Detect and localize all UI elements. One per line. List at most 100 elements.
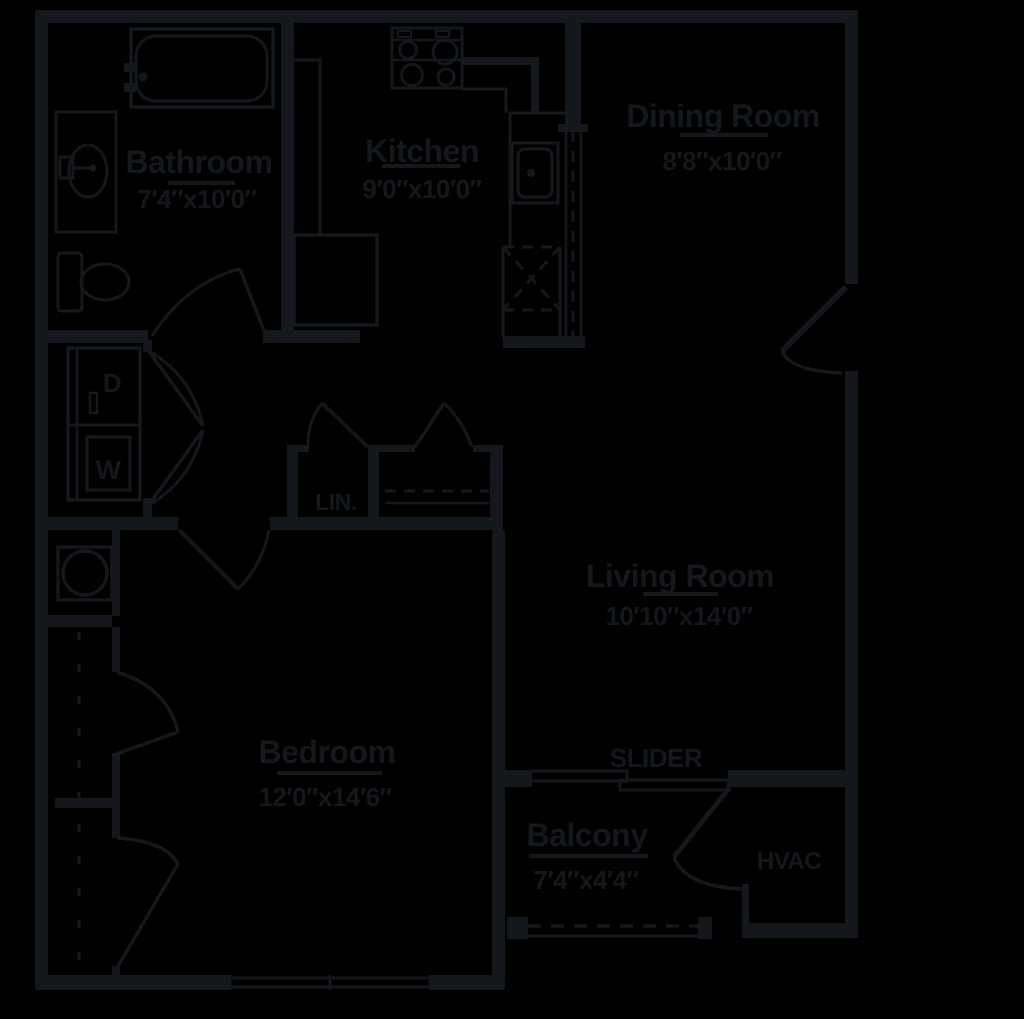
doors [115,267,849,967]
bedroom-label: Bedroom 12′0″x14′6″ [258,734,396,812]
wall-bottom-right [430,975,505,990]
bedroom-door [177,528,271,591]
wall-closet-front-d [112,966,120,978]
wall-closet-front-a [112,627,120,672]
wall-coat-jamb-right [473,445,503,452]
wall-bedroom-right [492,530,505,990]
wall-linen-jamb [287,445,309,452]
coat-closet-shelf [385,489,489,505]
washer-dryer-stack [66,346,142,502]
living-room-dims: 10′10″x14′0″ [605,601,752,631]
wall-closet-right [490,445,503,530]
wall-linen-divider [368,445,379,518]
entry-door [779,284,849,375]
linen-closet-door [306,401,370,449]
wall-hall-bottom-right [270,517,503,530]
kitchen-label: Kitchen 9′0″x10′0″ [362,133,482,204]
coat-closet-door [413,401,474,448]
washer-label: W [96,455,122,485]
kitchen-underline [382,164,460,168]
dryer-handle [88,391,99,415]
toilet [56,251,131,313]
bedroom-window [228,975,432,990]
linen-label: LIN. [315,489,356,515]
burner [400,63,424,87]
sink-faucet [527,169,535,177]
wall-dining-left-cap [558,124,588,132]
wall-hall-bottom-left [35,517,178,530]
bedroom-name: Bedroom [259,734,396,770]
slider-label: SLIDER [610,743,703,773]
wall-linen-left [287,445,298,518]
balcony-name: Balcony [527,817,649,853]
wall-waterheater-front [112,530,120,616]
tub-faucet-handle-cold [124,83,136,92]
room-labels: Bathroom 7′4″x10′0″ Kitchen 9′0″x10′0″ D… [96,98,822,895]
burner [436,67,456,87]
dining-room-dims: 8′8″x10′0″ [662,146,781,176]
dryer-label: D [103,368,121,398]
wall-hvac-left [742,884,749,924]
hvac-label: HVAC [757,848,821,875]
tub-faucet-handle-hot [124,63,136,72]
kitchen-dims: 9′0″x10′0″ [362,174,481,204]
wall-closet-front-c [112,808,120,838]
slider-door [528,769,730,792]
kitchen-name: Kitchen [365,133,479,169]
living-room-name: Living Room [586,558,774,594]
wall-waterheater-bottom [48,615,112,627]
wall-closet-divider [55,798,120,808]
wall-hvac-top [728,770,858,787]
wall-kitchen-bottom [503,336,585,348]
wall-right-upper [845,10,858,284]
bathroom-label: Bathroom 7′4″x10′0″ [125,144,273,214]
kitchen-counters [292,57,583,336]
balcony-underline [529,854,648,858]
vanity-sink [54,110,118,234]
bedroom-underline [277,771,382,775]
refrigerator [501,245,562,337]
burner [398,40,418,60]
bedroom-closet-door-lower [116,836,180,967]
wall-dw-jamb-top [143,340,152,352]
washer-drum [85,435,132,492]
balcony-railing [507,917,712,939]
wall-hall-top [263,330,360,343]
stove [390,26,464,90]
burner [431,38,459,66]
tub-spout [138,72,148,82]
wall-left [35,10,48,990]
bathroom-dims: 7′4″x10′0″ [137,184,256,214]
bathroom-name: Bathroom [125,144,272,180]
wall-dw-jamb-bottom [143,498,152,520]
living-room-underline [643,592,718,596]
bedroom-dims: 12′0″x14′6″ [258,782,391,812]
balcony-dims: 7′4″x4′4″ [533,865,638,895]
hvac-door [672,785,743,891]
bathtub [124,27,275,109]
living-room-label: Living Room 10′10″x14′0″ [586,558,775,631]
wall-coat-jamb-left [379,445,415,452]
bathroom-door [150,267,268,337]
kitchen-cabinet [292,233,379,327]
water-heater [56,545,114,602]
wall-right-mid [845,371,858,773]
wall-bathroom-kitchen [281,15,294,343]
dining-room-name: Dining Room [626,98,820,134]
wall-closet-front-b [112,753,120,798]
wall-dining-left [565,21,581,125]
kitchen-sink [510,141,560,205]
bathroom-underline [168,181,235,185]
dining-room-underline [680,133,768,137]
wall-hvac-bottom [742,923,858,938]
wall-bathroom-bottom-left [35,330,148,343]
wall-right-hvac [845,787,858,924]
wall-bottom-left [35,975,230,990]
wall-top [37,10,857,23]
walls [35,10,858,990]
laundry-bifold-doors [146,348,205,508]
balcony-label: Balcony 7′4″x4′4″ [527,817,649,895]
wall-slider-left-block [505,770,532,787]
